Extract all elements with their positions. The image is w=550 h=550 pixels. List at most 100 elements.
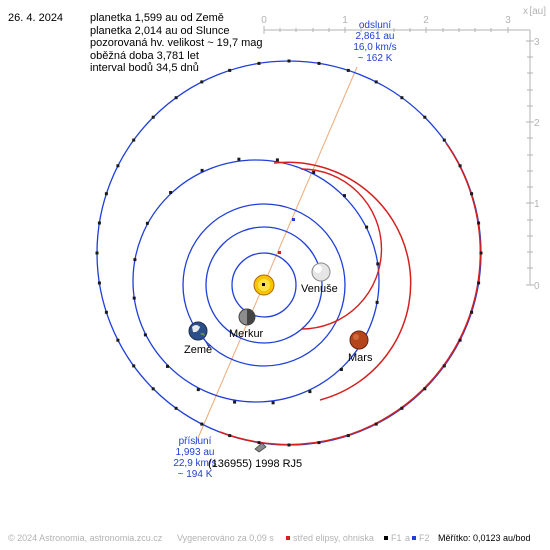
asteroid-label: (136955) 1998 RJ5 (208, 458, 303, 470)
orbit-interval-dots (95, 59, 483, 447)
orbit-dot (257, 61, 261, 65)
orbit-dot (143, 333, 147, 337)
orbit-dot (458, 164, 462, 168)
orbit-dot (470, 192, 474, 196)
orbit-dot (375, 300, 379, 304)
x-tick-label: 2 (423, 15, 429, 26)
orbit-dot (374, 80, 378, 84)
x-tick-label: 0 (261, 15, 267, 26)
orbit-dot (132, 138, 136, 142)
orbit-dot (374, 422, 378, 426)
orbit-dot (317, 61, 321, 65)
mars-planet (349, 330, 369, 350)
orbit-dot (196, 388, 200, 392)
perihelion-title: přísluní (178, 436, 212, 447)
orbit-dot (151, 387, 155, 391)
perihelion-distance: 1,993 au (175, 447, 215, 458)
ellipse-center-and-foci (278, 218, 295, 254)
orbit-dot (228, 434, 232, 438)
x-axis-ticks (263, 26, 509, 34)
mercury-orbit (231, 252, 297, 318)
earth-direction-tick (202, 336, 210, 348)
orbit-dot (104, 192, 108, 196)
footer-generated: Vygenerováno za 0,09 s (177, 533, 274, 543)
orbit-dot (287, 59, 291, 63)
orbit-dot (151, 115, 155, 119)
scale-axes: 0 1 2 3 x [au] 3 2 1 0 (261, 6, 546, 292)
y-tick-label: 3 (534, 37, 540, 48)
orbit-dot (228, 68, 232, 72)
orbit-dot (200, 168, 204, 172)
info-line: planetka 2,014 au od Slunce (90, 24, 230, 37)
orbit-dot (132, 364, 136, 368)
info-line: planetka 1,599 au od Země (90, 12, 224, 24)
orbit-dot (442, 138, 446, 142)
footer-legend-a: a (405, 533, 411, 543)
orbit-dot (400, 406, 404, 410)
mercury-planet (238, 308, 256, 326)
orbit-dot (132, 296, 136, 300)
orbit-dot (339, 368, 343, 371)
x-axis-label: x (523, 6, 528, 17)
footer-scale: Měřítko: 0,0123 au/bod (438, 533, 531, 543)
date-label: 26. 4. 2024 (8, 12, 64, 24)
perihelion-temperature: ~ 194 K (177, 469, 213, 480)
orbit-dot (477, 221, 481, 225)
earth-orbit (182, 203, 346, 367)
orbit-dot (166, 364, 169, 368)
sun (253, 274, 275, 296)
aphelion-temperature: ~ 162 K (357, 53, 393, 64)
orbit-dot (257, 441, 261, 445)
x-tick-label: 3 (505, 15, 511, 26)
orbit-dot (237, 157, 241, 161)
mercury-label: Merkur (229, 328, 264, 340)
orbit-dot (174, 406, 178, 410)
y-axis-label: [au] (529, 6, 546, 17)
info-line: interval bodů 34,5 dnů (90, 62, 199, 75)
orbit-dot (97, 221, 101, 225)
orbit-dot (346, 68, 350, 72)
orbit-dot (97, 281, 101, 285)
venus-planet (311, 262, 331, 282)
y-tick-label: 2 (534, 118, 540, 129)
orbit-dot (477, 281, 481, 285)
earth-planet (188, 321, 208, 341)
legend-f2-marker (412, 536, 416, 540)
asteroid-info-panel: planetka 1,599 au od Země planetka 2,014… (90, 12, 263, 75)
orbit-dot (308, 390, 312, 394)
orbit-dot (479, 251, 483, 255)
orbit-dot (233, 400, 237, 404)
mars-orbit-arc (273, 161, 412, 401)
footer-legend-f1: F1 (391, 533, 402, 543)
orbit-dot (423, 387, 427, 391)
y-tick-label: 1 (534, 199, 540, 210)
apsides-line (194, 66, 358, 446)
aphelion-speed: 16,0 km/s (353, 42, 397, 53)
info-line: pozorovaná hv. velikost ~ 19,7 mag (90, 37, 263, 50)
aphelion-label: odsluní 2,861 au 16,0 km/s ~ 162 K (345, 20, 405, 64)
venus-label: Venuše (301, 283, 338, 295)
footer-copyright: © 2024 Astronomia, astronomia.zcu.cz (8, 533, 163, 543)
y-tick-label: 0 (534, 281, 540, 292)
legend-f1-marker (384, 536, 388, 540)
orbit-dot (200, 80, 204, 84)
orbit-dot (133, 258, 137, 262)
orbit-dot (174, 96, 178, 100)
venus-orbit-arc (300, 168, 383, 330)
orbit-dot (116, 164, 120, 168)
orbit-dot (343, 194, 346, 198)
orbit-dot (116, 338, 120, 342)
orbit-dot (95, 251, 99, 255)
aphelion-title: odsluní (358, 20, 392, 31)
orbit-dot (145, 221, 149, 225)
mars-label: Mars (348, 352, 373, 364)
orbit-dot (312, 170, 316, 174)
orbit-dot (376, 262, 380, 266)
y-axis-ticks (526, 40, 534, 286)
orbit-dot (346, 434, 350, 438)
orbit-dot (287, 443, 291, 447)
orbit-dot (442, 364, 446, 368)
orbit-dot (470, 310, 474, 314)
ellipse-center-marker (278, 251, 281, 254)
